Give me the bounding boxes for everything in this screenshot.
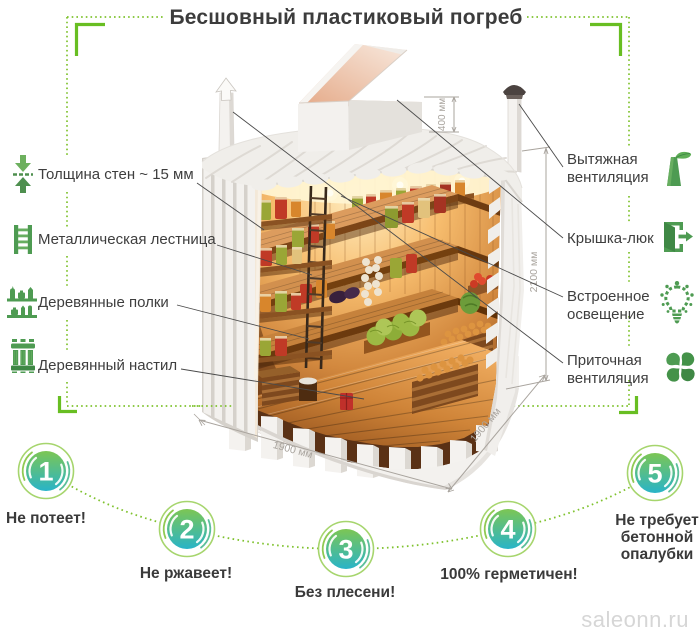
interior: [248, 166, 510, 453]
hatch-lid-open: [298, 44, 408, 104]
callout-lines: [176, 99, 564, 400]
benefit-label-3: Без плесени!: [294, 584, 396, 601]
dim-body-height: [505, 146, 551, 390]
benefit-circle-4: 4: [479, 500, 537, 558]
benefit-circle-5: 5: [626, 444, 684, 502]
callout-ladder: [216, 244, 313, 276]
cabbages: [364, 309, 430, 354]
benefit-label-2: Не ржавеет!: [139, 565, 233, 582]
produce-shelf-b: [300, 254, 417, 306]
exhaust-ventilation-icon: [667, 151, 692, 186]
exhaust-pipe: [503, 85, 526, 173]
svg-text:5: 5: [647, 459, 662, 489]
floor-items: [254, 366, 353, 410]
potato-crate-lower: [411, 354, 479, 414]
benefits-curve: [45, 470, 656, 550]
benefit-circle-3: 3: [317, 520, 375, 578]
right-wall: [484, 173, 524, 456]
watermark: saleonn.ru: [581, 607, 689, 632]
roof: [201, 126, 523, 203]
page-title: Бесшовный пластиковый погреб: [169, 6, 523, 29]
callout-exhaust: [518, 103, 564, 168]
benefit-circles: 1 2 3 4: [17, 442, 684, 578]
wooden-decking-icon: [11, 339, 35, 373]
feature-wooden-decking: Деревянный настил: [38, 357, 178, 374]
hatch: [298, 44, 422, 152]
feature-wall-thickness: Толщина стен ~ 15 мм: [38, 166, 194, 183]
corner-brackets: [57, 22, 639, 415]
wooden-shelves-icon: [7, 286, 37, 318]
benefit-label-4: 100% герметичен!: [440, 566, 578, 583]
left-wall: [202, 150, 262, 442]
built-in-lighting-icon: [660, 281, 694, 324]
callout-supply: [232, 111, 564, 364]
benefit-circle-1: 1: [17, 442, 75, 500]
cellar-body: [201, 44, 526, 490]
svg-text:2: 2: [179, 515, 194, 545]
feature-exhaust-ventilation: Вытяжная вентиляция: [567, 151, 649, 186]
svg-text:1: 1: [38, 457, 53, 487]
callout-shelves: [176, 304, 310, 340]
feature-supply-ventilation: Приточная вентиляция: [567, 352, 649, 387]
left-shelf-boards: [258, 214, 332, 367]
dim-width: [193, 413, 453, 490]
benefit-circle-2: 2: [158, 500, 216, 558]
feature-built-in-lighting: Встроенное освещение: [567, 288, 650, 323]
feature-wooden-shelves: Деревянные полки: [38, 294, 169, 311]
feature-metal-ladder: Металлическая лестница: [38, 231, 216, 248]
callout-wall-thickness: [196, 182, 265, 231]
hatch-lid-icon: [664, 222, 693, 252]
supply-ventilation-icon: [666, 352, 695, 382]
dimension-annotations: [193, 96, 551, 493]
callout-lighting: [340, 195, 564, 298]
supply-pipe: [215, 77, 237, 153]
dim-label-400: 400 мм: [437, 98, 448, 131]
svg-text:4: 4: [500, 515, 515, 545]
dim-depth: [447, 374, 546, 493]
callout-hatch: [396, 99, 564, 239]
wall-thickness-icon: [13, 155, 33, 193]
roof-rib-ends: [251, 162, 511, 191]
dim-label-2100: 2100 мм: [528, 252, 540, 293]
benefit-label-1: Не потеет!: [6, 510, 86, 527]
dotted-frame: [66, 16, 630, 407]
feature-hatch-lid: Крышка-люк: [567, 230, 654, 247]
metal-ladder-icon: [14, 225, 32, 254]
left-shelves: [258, 197, 332, 367]
svg-text:3: 3: [338, 535, 353, 565]
callout-decking: [180, 368, 365, 400]
dim-hatch-height: [424, 96, 459, 133]
benefit-label-5: Не требует бетонной опалубки: [615, 512, 699, 563]
